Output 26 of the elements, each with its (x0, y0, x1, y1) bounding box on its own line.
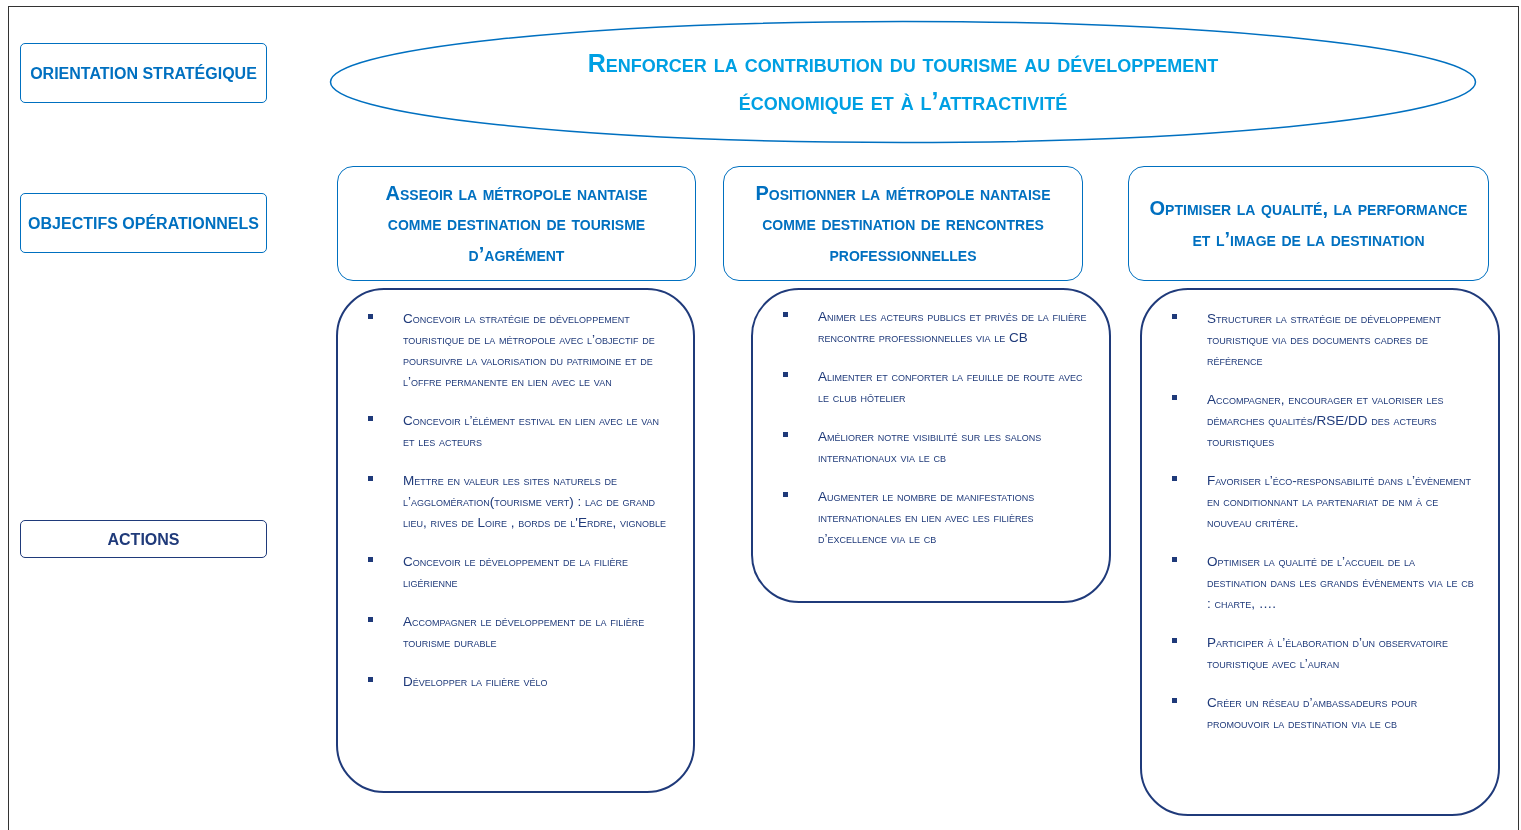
action-card (1140, 288, 1500, 816)
action-text: Créer un réseau d’ambassadeurs pour promouvoir la destination via le cb (1207, 694, 1419, 733)
action-text: Améliorer notre visibilité sur les salons internationaux via le cb (818, 428, 1043, 467)
action-text: Accompagner, encourager et valoriser les démarches qualités/RSE/DD des acteurs touristiques (1207, 391, 1445, 451)
action-text: Alimenter et conforter la feuille de route avec le club hôtelier (818, 368, 1084, 407)
action-text: Concevoir le développement de la filière ligérienne (403, 553, 630, 592)
objective-box: Asseoir la métropole nantaise comme destination de tourisme d’agrément (337, 166, 696, 281)
action-text: Favoriser l’éco-responsabilité dans l’évènement en conditionnant la partenariat de nm à ce nouveau critère. (1207, 472, 1472, 532)
action-text: Accompagner le développement de la filière tourisme durable (403, 613, 646, 652)
action-card (336, 288, 695, 793)
action-text: Développer la filière vélo (403, 673, 549, 691)
action-text: Participer à l’élaboration d’un observatoire touristique avec l’auran (1207, 634, 1450, 673)
action-text: Concevoir la stratégie de développement touristique de la métropole avec l’objectif de poursuivre la valorisation du patrimoine et de l’offre permanente en lien avec le van (403, 310, 656, 391)
row-label-box: ORIENTATION STRATÉGIQUE (20, 43, 267, 103)
action-text: Optimiser la qualité de l’accueil de la destination dans les grands évènements via le cb : charte, …. (1207, 553, 1475, 613)
action-text: Augmenter le nombre de manifestations internationales en lien avec les filières d’excellence via le cb (818, 488, 1036, 548)
row-label-box: OBJECTIFS OPÉRATIONNELS (20, 193, 267, 253)
action-text: Structurer la stratégie de développement touristique via des documents cadres de référence (1207, 310, 1442, 370)
action-card (751, 288, 1111, 603)
row-label-box: ACTIONS (20, 520, 267, 558)
action-text: Mettre en valeur les sites naturels de l’agglomération(tourisme vert) : lac de grand lieu, rives de Loire , bords de l'Erdre, vignoble (403, 472, 667, 532)
goal-title: Renforcer la contribution du tourisme au développement économique et à l’attractivité (586, 48, 1220, 117)
action-text: Concevoir l’élément estival en lien avec le van et les acteurs (403, 412, 661, 451)
objective-box: Optimiser la qualité, la performance et l’image de la destination (1128, 166, 1489, 281)
objective-box: Positionner la métropole nantaise comme destination de rencontres professionnelles (723, 166, 1083, 281)
action-text: Animer les acteurs publics et privés de la filière rencontre professionnelles via le CB (818, 308, 1088, 347)
